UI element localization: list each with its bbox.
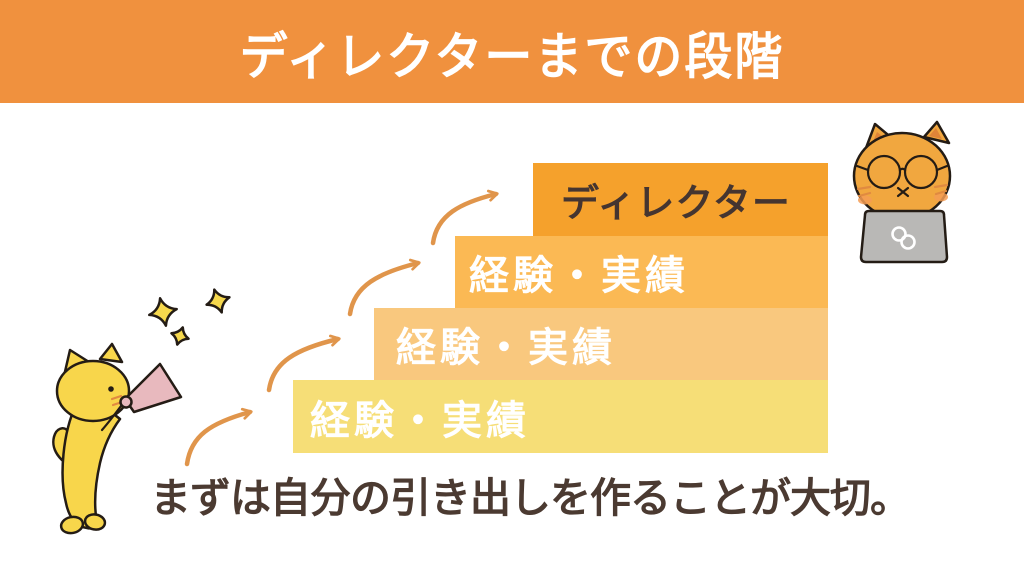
step-4-label: ディレクター xyxy=(561,183,791,225)
cat-eye xyxy=(108,386,114,392)
glasses-left-lens-icon xyxy=(866,154,902,190)
step-1: 経験・実績 xyxy=(293,380,828,453)
step-3: 経験・実績 xyxy=(455,236,828,308)
megaphone-mouthpiece xyxy=(119,395,133,409)
chain-ring xyxy=(900,234,916,250)
cat-foot xyxy=(59,515,85,535)
chain-ring xyxy=(891,226,907,242)
chain-link-icon xyxy=(891,226,916,250)
sparkle-icon xyxy=(205,288,231,314)
step-arrows xyxy=(184,189,499,467)
sparkles-icon xyxy=(148,288,231,346)
arrow-to-step-2 xyxy=(266,334,341,393)
cat-inner-ear xyxy=(929,128,942,139)
page-title: ディレクターまでの段階 xyxy=(239,29,785,86)
step-2: 経験・実績 xyxy=(374,308,828,380)
cat-head xyxy=(55,359,131,423)
arrow-to-step-3 xyxy=(347,258,421,317)
sparkle-icon xyxy=(148,297,178,327)
sparkle-icon xyxy=(170,326,190,346)
cat-arm xyxy=(100,404,123,432)
cat-foot xyxy=(83,513,107,531)
step-4-director: ディレクター xyxy=(533,163,828,236)
megaphone-cat-illustration xyxy=(52,342,183,535)
glasses-bridge xyxy=(898,167,907,172)
caption-text: まずは自分の引き出しを作ることが大切。 xyxy=(150,475,911,521)
cat-body xyxy=(61,403,122,530)
glasses-temples xyxy=(855,164,949,172)
laptop-cat-illustration xyxy=(852,120,952,264)
step-3-label: 経験・実績 xyxy=(469,254,689,298)
header-band: ディレクターまでの段階 xyxy=(0,0,1024,103)
cat-blush xyxy=(934,192,948,202)
step-1-label: 経験・実績 xyxy=(310,398,530,443)
cat-ear xyxy=(98,342,124,364)
arrow-to-step-1 xyxy=(184,407,253,467)
glasses-right-lens-icon xyxy=(903,154,939,190)
arrow-to-step-4 xyxy=(430,189,499,246)
cat-blush xyxy=(858,195,872,205)
step-2-label: 経験・実績 xyxy=(396,326,616,370)
cat-x-mouth xyxy=(896,186,910,198)
megaphone-icon xyxy=(123,362,183,414)
cat-whiskers xyxy=(856,183,949,198)
